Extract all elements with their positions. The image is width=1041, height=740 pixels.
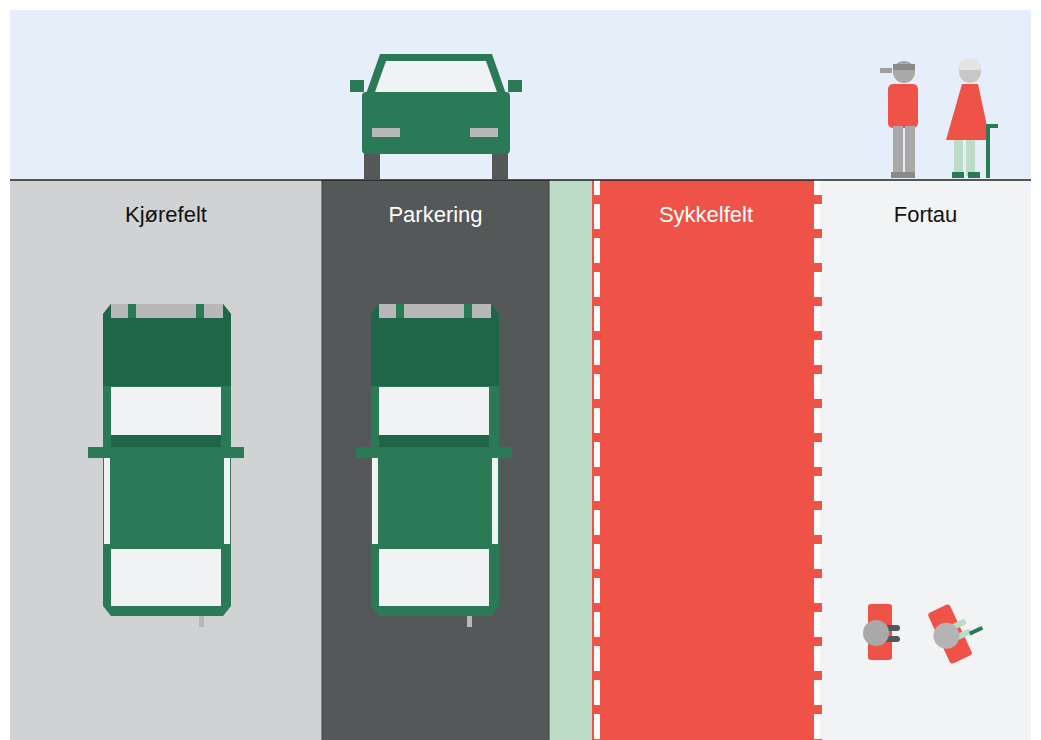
marking-gap [592, 297, 602, 306]
marking-gap [592, 433, 602, 442]
marking-gap [812, 229, 822, 238]
lane-ground [10, 180, 322, 740]
parking-ground [322, 180, 549, 740]
marking-gap [592, 671, 602, 680]
marking-gap [592, 263, 602, 272]
street-band: Sykkelfelt [592, 180, 820, 740]
marking-gap [812, 297, 822, 306]
street-band: Kjørefelt [10, 180, 322, 740]
marking-gap [812, 399, 822, 408]
marking-gap [812, 569, 822, 578]
pedestrians-side-view [880, 58, 998, 178]
marking-gap [592, 331, 602, 340]
marking-gap [812, 433, 822, 442]
sidewalk-ground [820, 180, 1031, 740]
marking-gap [592, 705, 602, 714]
marking-gap [592, 399, 602, 408]
band-label: Fortau [820, 202, 1031, 228]
marking-gap [812, 195, 822, 204]
marking-gap [592, 467, 602, 476]
marking-gap [812, 467, 822, 476]
dashed-marking [592, 180, 822, 740]
marking-gap [812, 671, 822, 680]
marking-gap [592, 739, 602, 740]
marking-gap [812, 637, 822, 646]
marking-gap [812, 535, 822, 544]
band-edge [322, 180, 323, 740]
band-label: Kjørefelt [10, 202, 322, 228]
sky-band [10, 10, 1031, 180]
marking-gap [592, 603, 602, 612]
cars-top-view [88, 304, 512, 627]
marking-gap [592, 569, 602, 578]
car-top-view [88, 304, 244, 627]
buffer-strip [549, 180, 592, 740]
street-band: Parkering [322, 180, 549, 740]
marking-gap [592, 195, 602, 204]
bike-ground [592, 180, 820, 740]
marking-gap [812, 365, 822, 374]
marking-gap [812, 501, 822, 510]
marking-gap [812, 705, 822, 714]
marking-gap [592, 365, 602, 374]
marking-gap [592, 535, 602, 544]
marking-gap [812, 739, 822, 740]
marking-gap [812, 331, 822, 340]
marking-gap [812, 603, 822, 612]
marking-gap [812, 263, 822, 272]
band-edge [549, 180, 550, 740]
marking-gap [592, 229, 602, 238]
car-top-view [356, 304, 512, 627]
car-front-view [350, 54, 522, 180]
band-label: Sykkelfelt [592, 202, 820, 228]
street-band: Fortau [820, 180, 1031, 740]
pedestrians-top-view [863, 595, 991, 666]
ground-line [10, 179, 1031, 181]
band-label: Parkering [322, 202, 549, 228]
marking-gap [592, 501, 602, 510]
marking-gap [592, 637, 602, 646]
